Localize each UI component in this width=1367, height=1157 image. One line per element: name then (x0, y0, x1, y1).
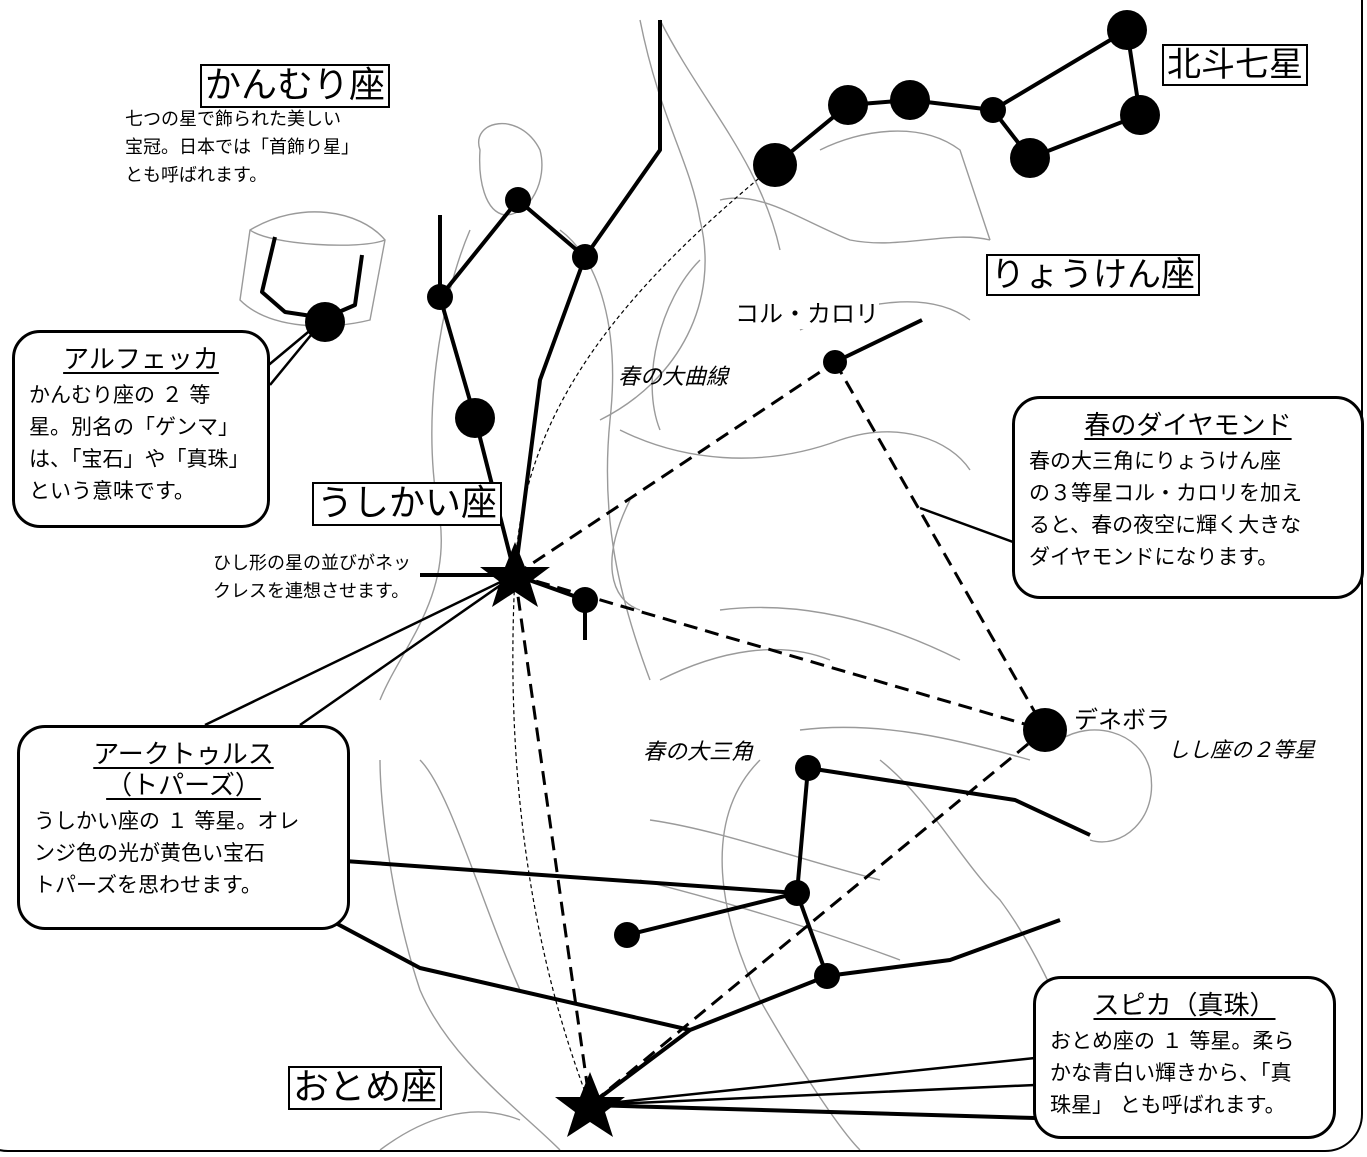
callout-title: アークトゥルス (93, 740, 274, 770)
label-denebola-note: しし座の２等星 (1168, 738, 1315, 762)
label-spring-triangle: 春の大三角 (643, 740, 754, 765)
star-phecda (1010, 138, 1050, 178)
callout-body-line: 珠星」 とも呼ばれます。 (1050, 1093, 1286, 1117)
star-bootes-mid (455, 398, 495, 438)
star-virgo-3 (614, 922, 640, 948)
callout-body-line: かんむり座の ２ 等 (29, 383, 211, 408)
label-canes-venatici: りょうけん座 (986, 254, 1200, 297)
callout-body-line: おとめ座の １ 等星。柔ら (1050, 1029, 1295, 1054)
callout-title: スピカ（真珠） (1093, 991, 1276, 1021)
label-denebola: デネボラ (1074, 706, 1170, 734)
star-virgo-2 (784, 880, 810, 906)
callout-spring-diamond: 春のダイヤモンド 春の大三角にりょうけん座 の３等星コル・カロリを加え ると、春… (1012, 396, 1364, 599)
corona-description: 七つの星で飾られた美しい 宝冠。日本では「首飾り星」 とも呼ばれます。 (125, 106, 359, 190)
necklace-note-line: クレスを連想させます。 (213, 580, 410, 602)
callout-body-line: 春の大三角にりょうけん座 (1029, 449, 1281, 474)
callout-title: アルフェッカ (63, 345, 219, 375)
star-megrez (980, 97, 1006, 123)
star-denebola (1023, 708, 1067, 752)
label-bootes: うしかい座 (312, 482, 503, 527)
callout-pointers (204, 317, 1036, 1107)
star-spica (555, 1072, 625, 1137)
star-dubhe (1107, 10, 1147, 50)
callout-subtitle: （トパーズ） (106, 771, 261, 802)
star-izar-region (572, 244, 598, 270)
star-cor-caroli (823, 350, 847, 374)
label-corona-borealis: かんむり座 (200, 64, 391, 109)
callout-body-line: の３等星コル・カロリを加え (1029, 481, 1302, 506)
callout-body-line: ダイヤモンドになります。 (1029, 544, 1279, 569)
callout-spica: スピカ（真珠） おとめ座の １ 等星。柔ら かな青白い輝きから、「真 珠星」 と… (1033, 976, 1336, 1139)
callout-body-line: 星。別名の「ゲンマ」 (29, 415, 239, 440)
star-virgo-1 (795, 755, 821, 781)
callout-body-line: トパーズを思わせます。 (34, 873, 262, 898)
callout-body-line: という意味です。 (29, 478, 195, 503)
corona-desc-line: 宝冠。日本では「首飾り星」 (125, 136, 359, 158)
star-muphrid (572, 587, 598, 613)
star-nekkar (505, 187, 531, 213)
star-alioth (890, 80, 930, 120)
callout-body-line: かな青白い輝きから、「真 (1050, 1061, 1292, 1086)
label-spring-great-curve: 春の大曲線 (618, 365, 729, 390)
callout-body-line: は、「宝石」や「真珠」 (29, 447, 250, 471)
callout-title: 春のダイヤモンド (1084, 411, 1292, 441)
stars (305, 10, 1160, 1137)
callout-body-line: うしかい座の １ 等星。オレ (34, 809, 300, 834)
corona-desc-line: とも呼ばれます。 (125, 164, 268, 186)
mythology-figure-sketches (239, 19, 1153, 1151)
callout-alphecca: アルフェッカ かんむり座の ２ 等 星。別名の「ゲンマ」 は、「宝石」や「真珠」… (12, 330, 270, 528)
corona-desc-line: 七つの星で飾られた美しい (125, 109, 341, 130)
star-arcturus (480, 542, 550, 607)
star-alkaid (753, 143, 797, 187)
callout-arcturus: アークトゥルス （トパーズ） うしかい座の １ 等星。オレ ンジ色の光が黄色い宝… (17, 725, 350, 930)
star-alphecca (305, 302, 345, 342)
star-mizar (828, 85, 868, 125)
necklace-note-line: ひし形の星の並びがネッ (213, 553, 411, 574)
label-cor-caroli: コル・カロリ (735, 300, 879, 329)
necklace-note: ひし形の星の並びがネッ クレスを連想させます。 (213, 550, 411, 606)
star-seginus (427, 284, 453, 310)
star-virgo-4 (814, 963, 840, 989)
callout-body-line: ると、春の夜空に輝く大きな (1029, 513, 1302, 537)
label-big-dipper: 北斗七星 (1162, 44, 1308, 87)
callout-body-line: ンジ色の光が黄色い宝石 (34, 841, 265, 866)
label-virgo: おとめ座 (288, 1066, 443, 1111)
star-merak (1120, 95, 1160, 135)
